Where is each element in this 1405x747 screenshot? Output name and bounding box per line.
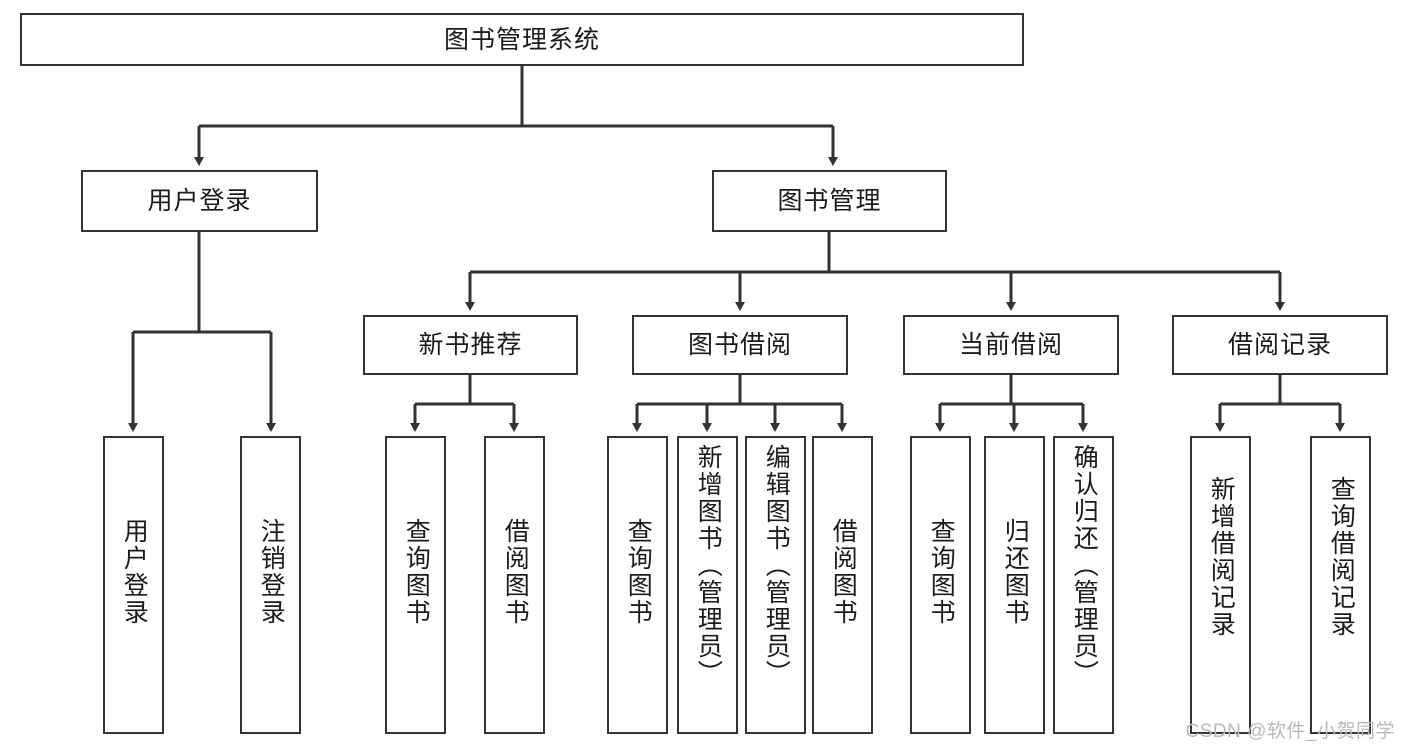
node-leaf-query-book-2[interactable]: 查询图书 [607, 436, 668, 734]
node-leaf-borrow-book-2-label: 借阅图书 [829, 518, 858, 626]
node-leaf-query-book-3-label: 查询图书 [927, 518, 956, 626]
node-root-label: 图书管理系统 [443, 25, 600, 54]
node-current-borrow[interactable]: 当前借阅 [903, 315, 1119, 375]
node-leaf-add-record[interactable]: 新增借阅记录 [1190, 436, 1251, 734]
node-leaf-add-book[interactable]: 新增图书（管理员） [677, 436, 738, 734]
node-leaf-return-book[interactable]: 归还图书 [984, 436, 1045, 734]
node-leaf-return-book-label: 归还图书 [1001, 518, 1030, 626]
node-leaf-logout[interactable]: 注销登录 [240, 436, 301, 734]
node-leaf-user-login[interactable]: 用户登录 [103, 436, 164, 734]
node-user-login-label: 用户登录 [147, 187, 252, 215]
node-borrow-record[interactable]: 借阅记录 [1172, 315, 1388, 375]
node-book-manage-label: 图书管理 [777, 187, 882, 215]
node-leaf-logout-label: 注销登录 [257, 518, 286, 626]
node-leaf-query-book-3[interactable]: 查询图书 [910, 436, 971, 734]
node-leaf-user-login-label: 用户登录 [120, 518, 149, 626]
node-root[interactable]: 图书管理系统 [20, 13, 1024, 66]
node-leaf-borrow-book-1[interactable]: 借阅图书 [484, 436, 545, 734]
node-new-book-recommend-label: 新书推荐 [418, 331, 523, 359]
node-book-borrow-label: 图书借阅 [687, 331, 792, 359]
node-leaf-query-record-label: 查询借阅记录 [1327, 476, 1356, 638]
node-borrow-record-label: 借阅记录 [1227, 331, 1332, 359]
node-user-login[interactable]: 用户登录 [81, 170, 318, 232]
node-current-borrow-label: 当前借阅 [958, 331, 1063, 359]
node-leaf-confirm-return[interactable]: 确认归还（管理员） [1053, 436, 1114, 734]
node-leaf-query-book-1-label: 查询图书 [402, 518, 431, 626]
node-leaf-query-book-1[interactable]: 查询图书 [385, 436, 446, 734]
node-book-borrow[interactable]: 图书借阅 [632, 315, 848, 375]
node-leaf-borrow-book-1-label: 借阅图书 [501, 518, 530, 626]
node-book-manage[interactable]: 图书管理 [712, 170, 947, 232]
node-leaf-confirm-return-label: 确认归还（管理员） [1070, 444, 1099, 687]
node-leaf-query-book-2-label: 查询图书 [624, 518, 653, 626]
node-leaf-edit-book-label: 编辑图书（管理员） [762, 444, 791, 687]
node-leaf-query-record[interactable]: 查询借阅记录 [1310, 436, 1371, 734]
node-leaf-borrow-book-2[interactable]: 借阅图书 [812, 436, 873, 734]
node-leaf-add-book-label: 新增图书（管理员） [694, 444, 723, 687]
node-leaf-add-record-label: 新增借阅记录 [1207, 476, 1236, 638]
node-new-book-recommend[interactable]: 新书推荐 [363, 315, 578, 375]
node-leaf-edit-book[interactable]: 编辑图书（管理员） [745, 436, 806, 734]
